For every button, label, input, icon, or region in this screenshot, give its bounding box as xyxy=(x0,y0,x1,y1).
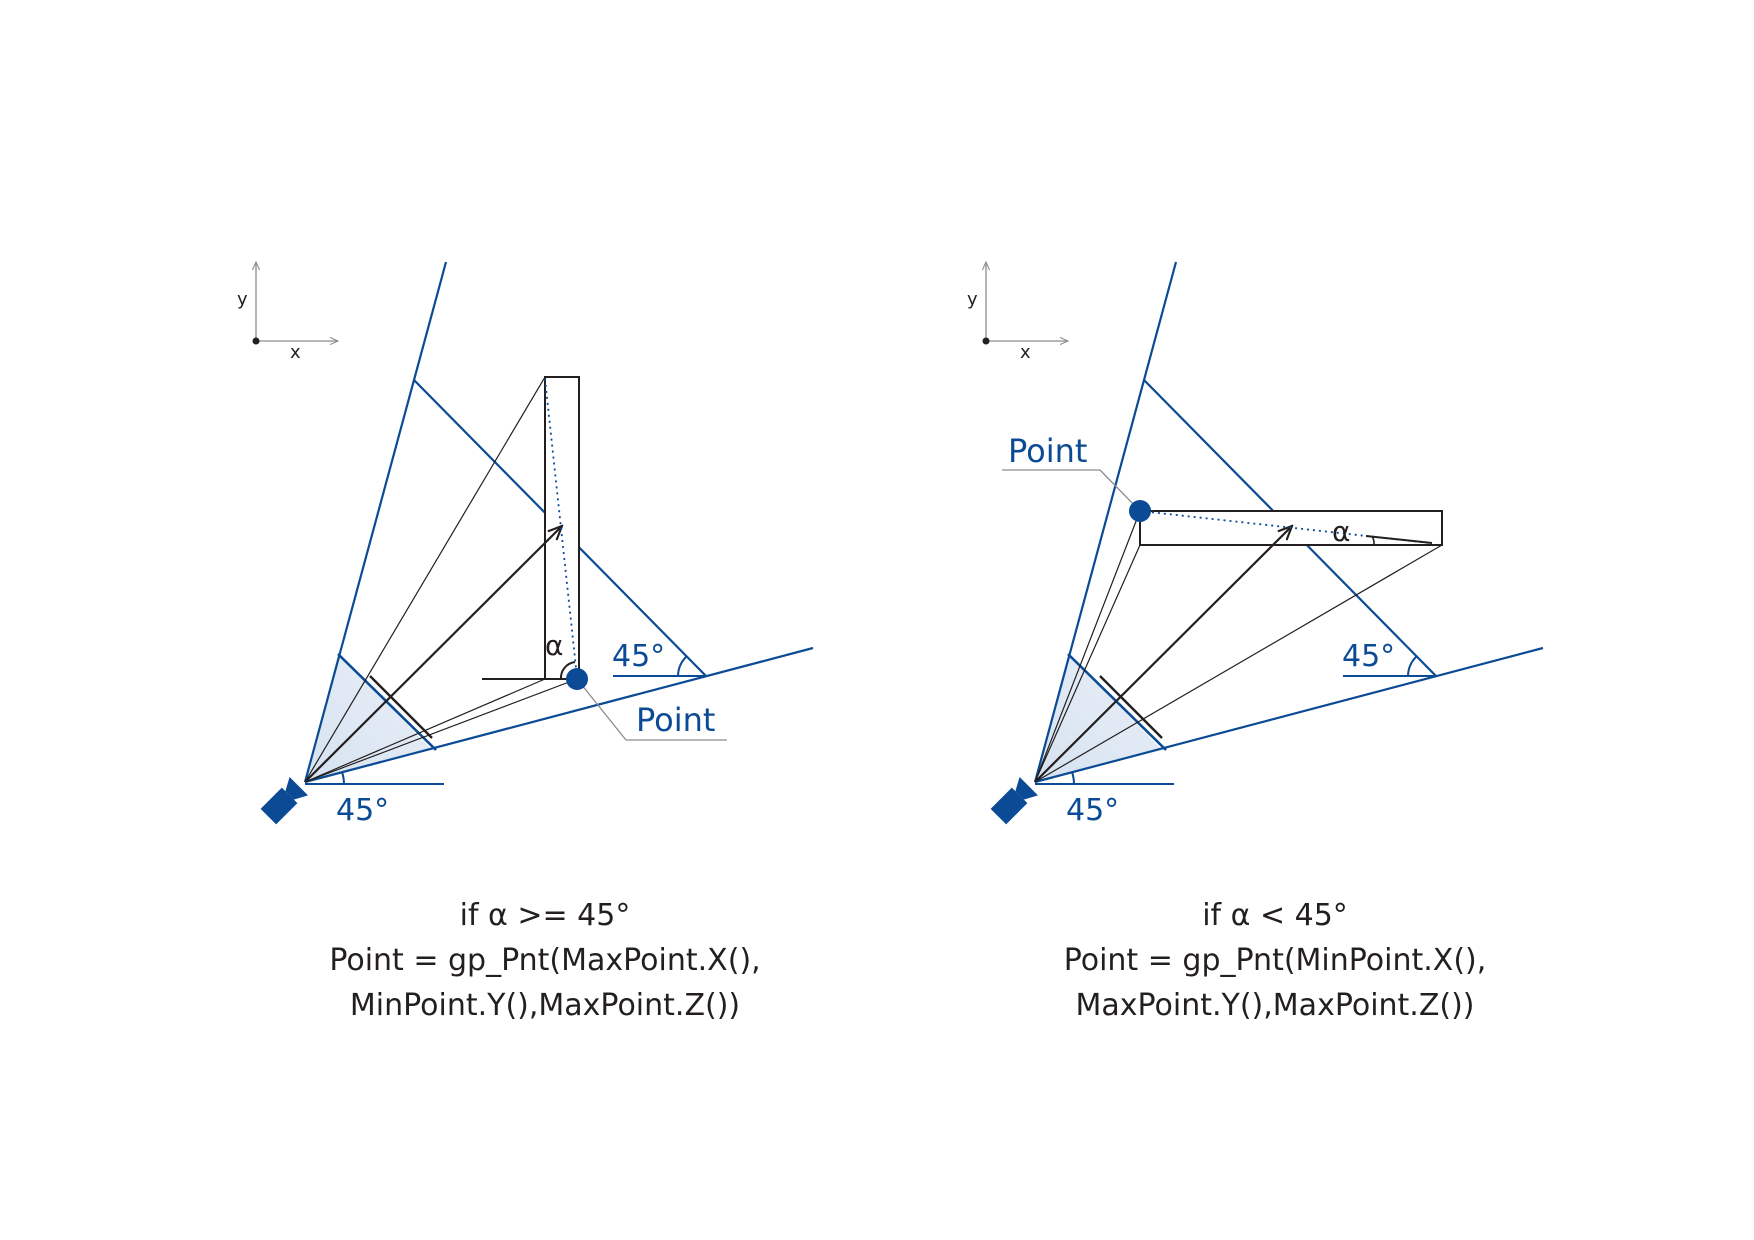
camera-icon xyxy=(990,777,1038,825)
ray-to-point xyxy=(304,678,578,783)
x-axis-label: x xyxy=(1020,342,1031,363)
caption-formula-line2: MaxPoint.Y(),MaxPoint.Z()) xyxy=(1075,988,1475,1023)
alpha-label: α xyxy=(545,629,563,662)
axes-origin-dot xyxy=(252,337,260,345)
angle-arc-bottom xyxy=(341,771,345,785)
angle-label-bottom: 45° xyxy=(336,793,389,828)
view-direction-arrow xyxy=(1034,526,1292,783)
angle-arc-right xyxy=(677,655,688,677)
y-axis-label: y xyxy=(967,289,978,310)
ray-to-box-corner xyxy=(1034,544,1141,783)
point-label: Point xyxy=(1008,432,1087,470)
near-plane-line xyxy=(337,653,437,751)
x-axis-label: x xyxy=(290,342,301,363)
panel-right: y x α 45° xyxy=(967,261,1544,828)
diagonal-dotted-line xyxy=(1139,510,1431,544)
diagonal-dotted-line xyxy=(544,378,578,678)
y-axis-label: y xyxy=(237,289,248,310)
angle-arc-bottom xyxy=(1071,771,1075,785)
point-marker xyxy=(1129,500,1151,522)
point-label: Point xyxy=(636,701,715,739)
axes-indicator: y x xyxy=(237,262,338,363)
caption-formula-line1: Point = gp_Pnt(MinPoint.X(), xyxy=(1063,943,1487,978)
alpha-angle-arc xyxy=(1371,535,1375,545)
near-plane-shadow xyxy=(369,675,433,739)
ray-to-point xyxy=(1034,510,1141,783)
ray-to-base xyxy=(304,678,546,783)
frustum-lower-edge xyxy=(304,646,814,784)
angle-label-right: 45° xyxy=(612,639,665,674)
caption-right: if α < 45° Point = gp_Pnt(MinPoint.X(), … xyxy=(955,893,1595,1028)
point-marker xyxy=(566,668,588,690)
alpha-label: α xyxy=(1332,515,1350,548)
near-plane-shadow xyxy=(1099,675,1163,739)
alpha-angle-arc xyxy=(559,661,576,680)
camera-icon xyxy=(260,777,308,825)
ray-to-far-corner xyxy=(1034,544,1443,783)
frustum-lower-edge xyxy=(1034,646,1544,784)
caption-formula-line1: Point = gp_Pnt(MaxPoint.X(), xyxy=(329,943,761,978)
caption-condition: if α >= 45° xyxy=(459,898,631,933)
axes-indicator: y x xyxy=(967,262,1068,363)
angle-label-right: 45° xyxy=(1342,639,1395,674)
angle-label-bottom: 45° xyxy=(1066,793,1119,828)
frustum-upper-edge xyxy=(1033,261,1178,783)
caption-formula-line2: MinPoint.Y(),MaxPoint.Z()) xyxy=(349,988,741,1023)
view-direction-arrow xyxy=(304,526,562,783)
panel-left: y x α 45° xyxy=(237,261,814,828)
axes-origin-dot xyxy=(982,337,990,345)
ray-to-top xyxy=(304,376,546,783)
caption-left: if α >= 45° Point = gp_Pnt(MaxPoint.X(),… xyxy=(225,893,865,1028)
caption-condition: if α < 45° xyxy=(1202,898,1348,933)
point-leader-line xyxy=(576,678,627,741)
frustum-upper-edge xyxy=(303,261,448,783)
angle-arc-right xyxy=(1407,655,1418,677)
alpha-angle-arm xyxy=(1365,535,1433,544)
